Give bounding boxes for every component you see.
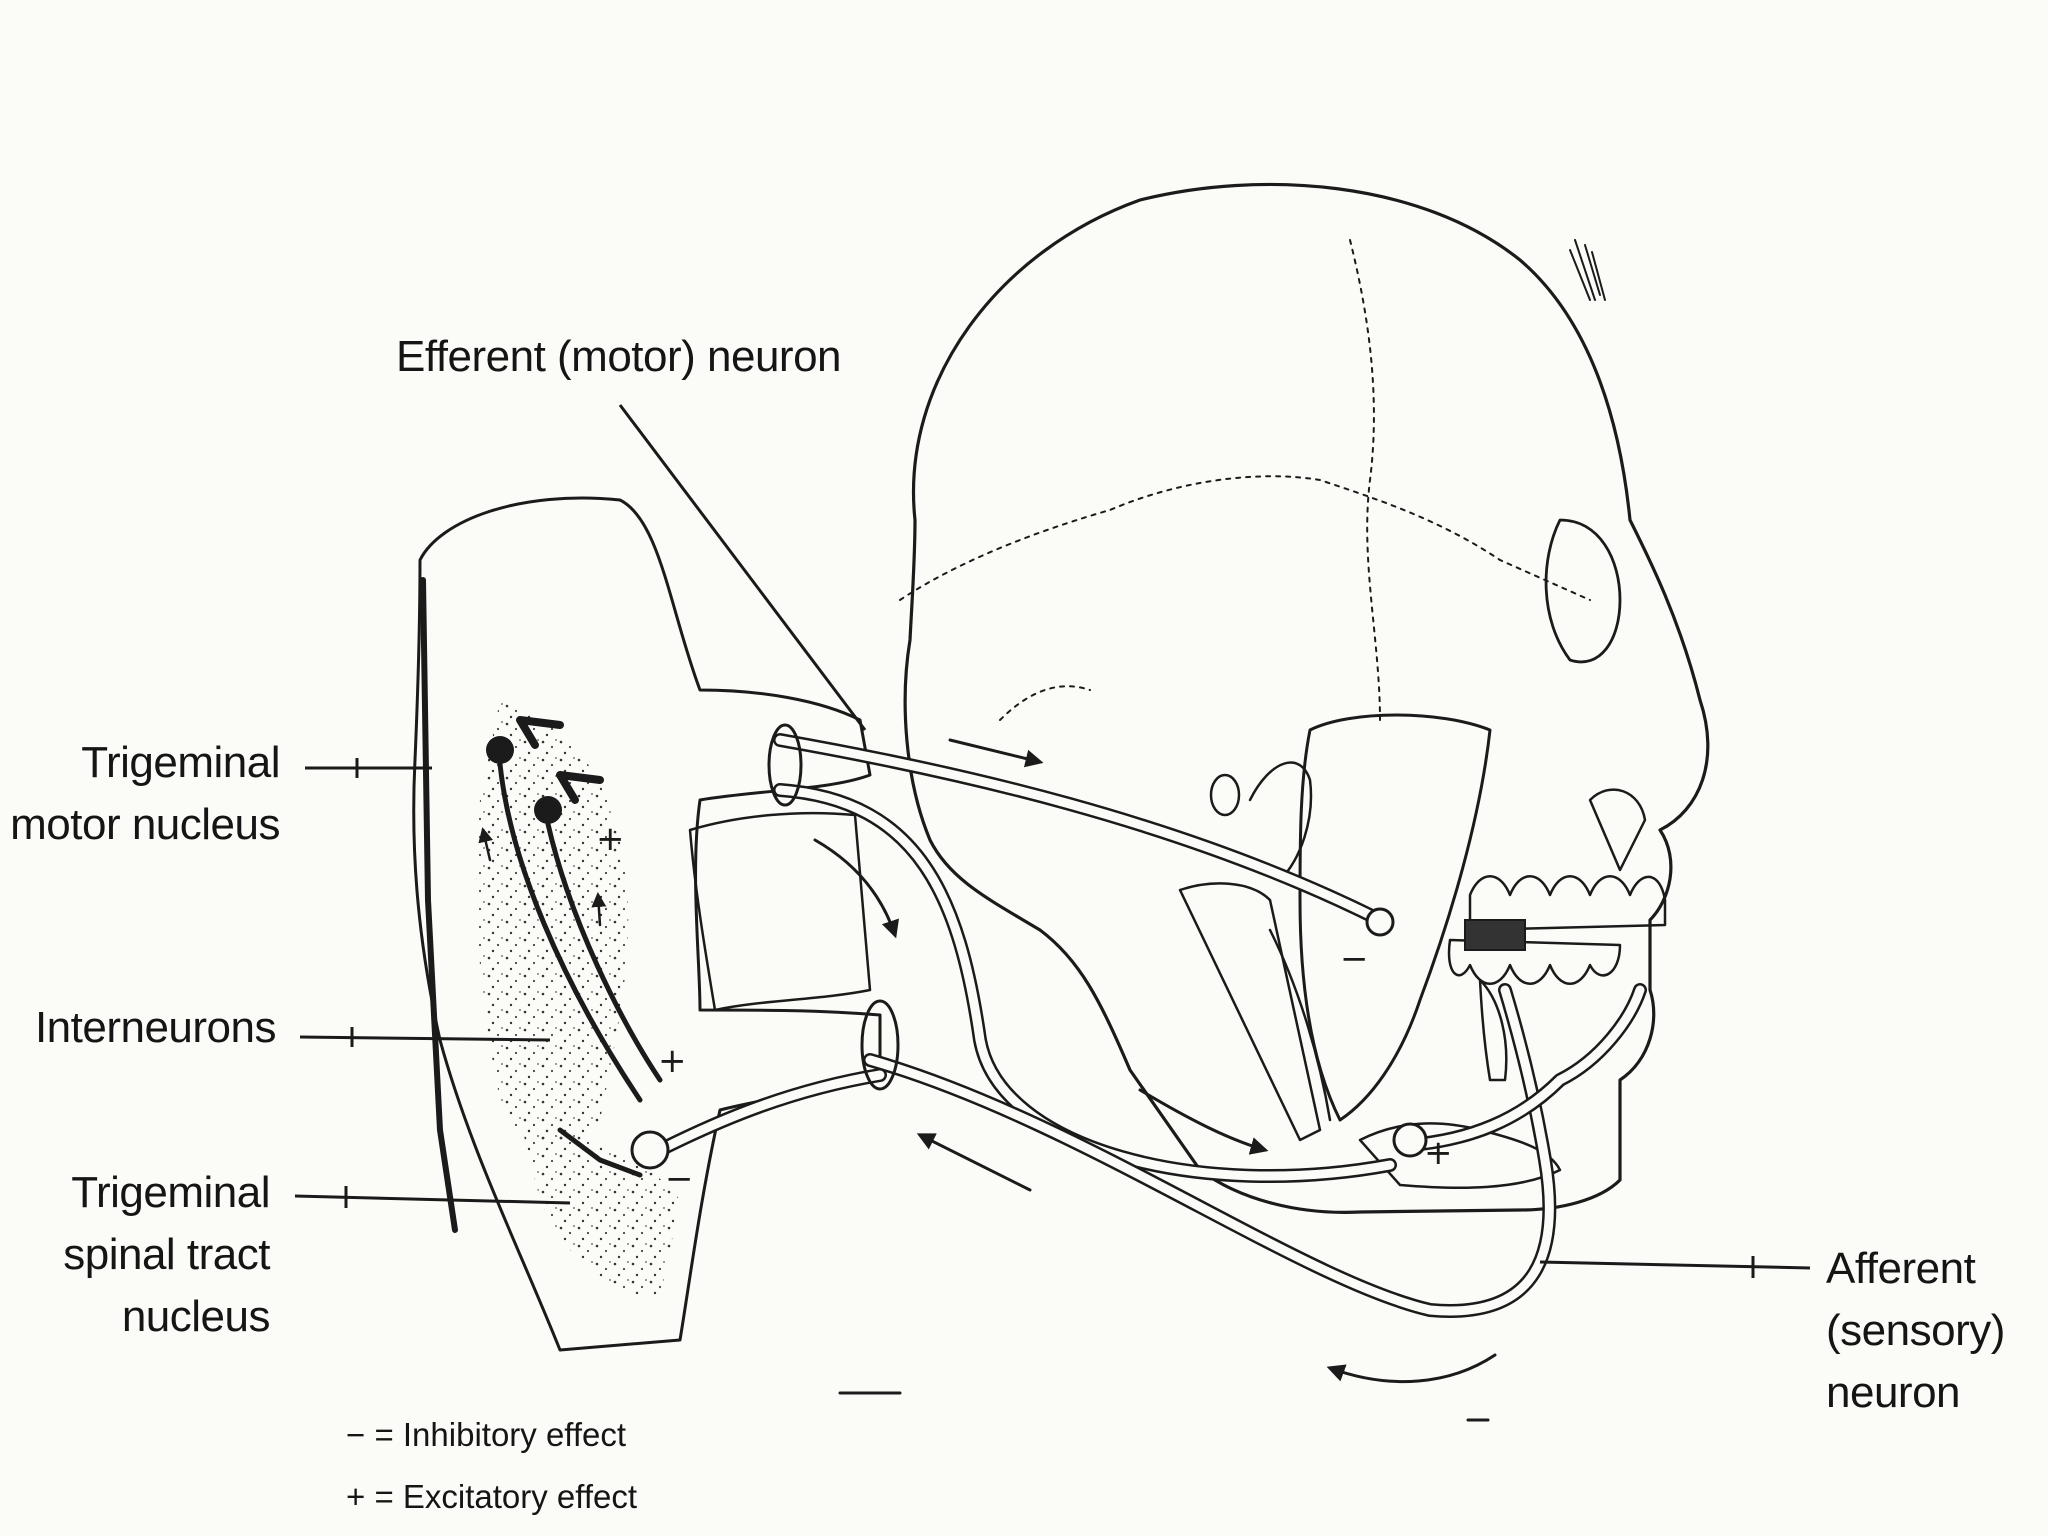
neural-tracts: + + + − − — [478, 716, 1647, 1422]
svg-text:+: + — [658, 1041, 687, 1081]
label-trigeminal-spinal-tract-nucleus: Trigeminal spinal tract nucleus — [63, 1168, 270, 1341]
label-efferent-neuron: Efferent (motor) neuron — [396, 332, 842, 381]
svg-text:−: − — [1340, 939, 1369, 979]
label-interneurons: Interneurons — [34, 1003, 277, 1052]
brainstem-section — [412, 496, 882, 1352]
svg-text:+: + — [596, 819, 625, 859]
skull-outline — [899, 182, 1710, 1214]
legend-excitatory: + = Excitatory effect — [346, 1478, 638, 1515]
svg-text:+: + — [1424, 1133, 1453, 1173]
teeth — [1447, 875, 1667, 985]
legend-inhibitory: − = Inhibitory effect — [346, 1416, 627, 1453]
legend: − = Inhibitory effect + = Excitatory eff… — [346, 1404, 637, 1528]
label-afferent-neuron: Afferent (sensory) neuron — [1826, 1244, 2005, 1417]
label-trigeminal-motor-nucleus: Trigeminal motor nucleus — [10, 738, 280, 849]
leader-lines — [294, 404, 1811, 1278]
svg-text:−: − — [665, 1159, 694, 1199]
